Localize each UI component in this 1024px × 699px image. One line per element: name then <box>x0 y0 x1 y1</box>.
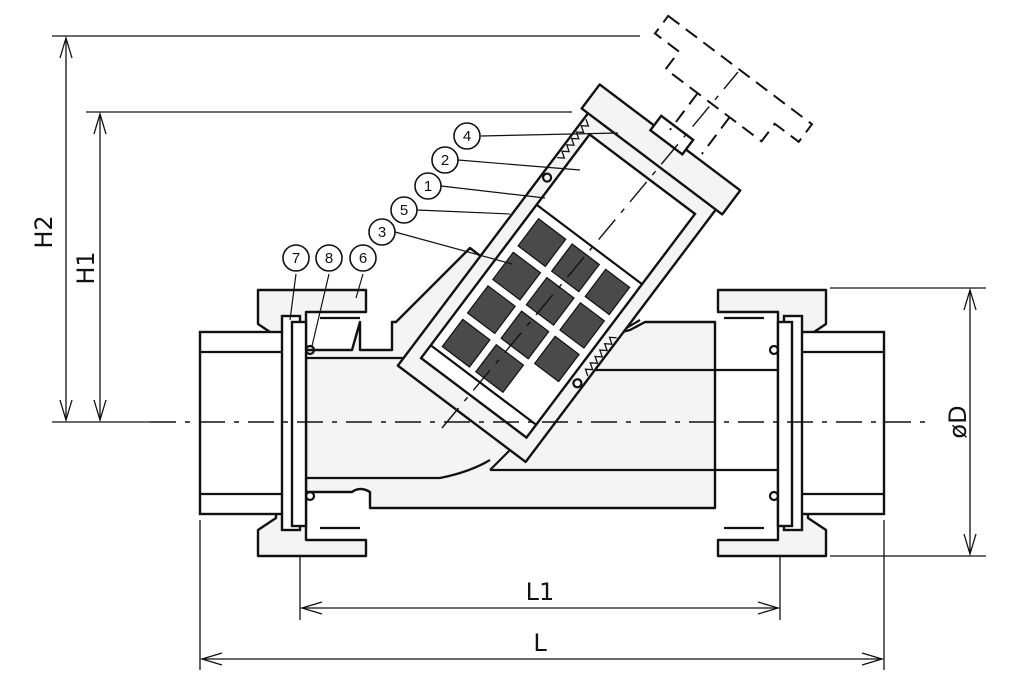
dimension-h1: H1 <box>72 111 572 423</box>
balloon-3: 3 <box>368 218 396 246</box>
handle-hidden <box>653 14 814 155</box>
label-h2: H2 <box>30 215 58 248</box>
svg-text:3: 3 <box>378 224 386 241</box>
label-l: L <box>533 629 547 657</box>
svg-text:1: 1 <box>424 178 432 195</box>
svg-text:4: 4 <box>463 128 471 145</box>
centre-lines <box>150 71 930 429</box>
dimension-h2: H2 <box>30 35 640 423</box>
left-union <box>198 288 368 558</box>
dimension-l1: L1 <box>299 540 781 620</box>
balloon-6: 6 <box>349 244 377 272</box>
svg-text:7: 7 <box>292 250 300 267</box>
svg-text:6: 6 <box>359 250 367 267</box>
balloon-8: 8 <box>315 244 343 272</box>
strainer-housing <box>396 83 742 464</box>
svg-text:8: 8 <box>325 250 333 267</box>
svg-text:5: 5 <box>400 202 408 219</box>
balloon-7: 7 <box>282 244 310 272</box>
right-union <box>716 288 886 558</box>
balloon-5: 5 <box>390 196 418 224</box>
svg-text:2: 2 <box>441 152 449 169</box>
balloon-4: 4 <box>453 122 481 150</box>
label-l1: L1 <box>526 578 555 606</box>
label-od: øD <box>944 405 972 438</box>
balloon-1: 1 <box>414 172 442 200</box>
dimension-l: L <box>199 520 885 670</box>
leaders <box>289 132 619 347</box>
strainer-mesh <box>441 217 631 394</box>
balloon-2: 2 <box>431 146 459 174</box>
dimension-od: øD <box>830 287 986 557</box>
label-h1: H1 <box>72 251 100 284</box>
